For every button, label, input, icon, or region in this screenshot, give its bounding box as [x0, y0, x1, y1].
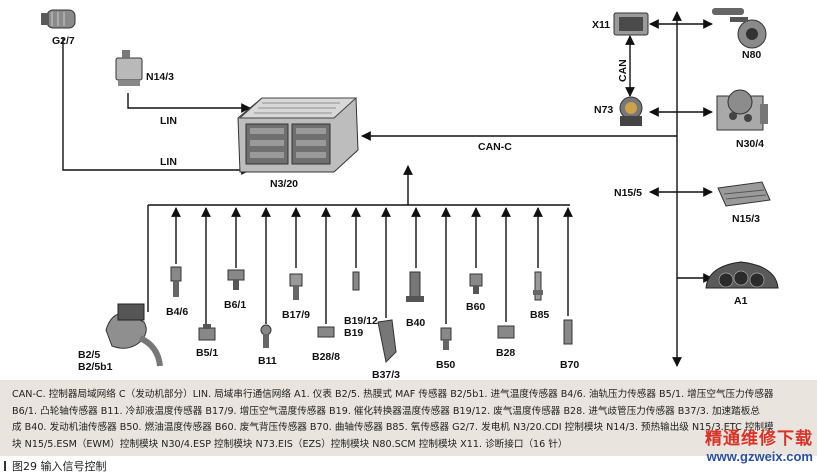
input-signal-diagram: G2/7 N14/3 N3/20 X11 N80 N73 N30/4 N15/5…	[41, 8, 779, 380]
label-n14-3: N14/3	[146, 71, 174, 83]
exhaust-back-pressure-sensor-icon	[469, 273, 483, 294]
label-b28-8: B28/8	[312, 351, 340, 363]
label-b37-3: B37/3	[372, 369, 400, 380]
labels: G2/7 N14/3 N3/20 X11 N80 N73 N30/4 N15/5…	[52, 19, 764, 380]
crankshaft-sensor-icon	[563, 319, 573, 345]
label-b40: B40	[406, 317, 425, 329]
camshaft-sensor-icon	[227, 269, 245, 290]
coolant-temp-sensor-icon	[260, 324, 272, 348]
accelerator-pedal-icon	[377, 319, 397, 364]
caption-text: 图29 输入信号控制	[12, 460, 107, 473]
watermark-title: 精通维修下载	[705, 429, 813, 449]
legend: CAN-C. 控制器局域网络 C（发动机部分）LIN. 局域串行通信网络 A1.…	[0, 380, 817, 456]
label-n73: N73	[594, 104, 613, 116]
alternator-icon	[41, 9, 76, 29]
intake-manifold-pressure-sensor-icon	[317, 326, 335, 338]
steering-column-module-icon	[712, 8, 767, 49]
maf-sensor-icon	[105, 303, 163, 367]
rail-pressure-sensor-icon	[170, 266, 182, 297]
label-b60: B60	[466, 301, 485, 313]
legend-line: 成 B40. 发动机油传感器 B50. 燃油温度传感器 B60. 废气背压传感器…	[12, 422, 774, 434]
label-n80: N80	[742, 49, 761, 61]
label-n15-5: N15/5	[614, 187, 642, 199]
transmission-control-module-icon	[717, 181, 771, 207]
label-b19: B19	[344, 327, 363, 339]
label-n30-4: N30/4	[736, 138, 764, 150]
label-b11: B11	[258, 355, 277, 367]
exhaust-temp-sensor-icon	[352, 271, 360, 291]
label-a1: A1	[734, 295, 748, 307]
watermark-url: www.gzweix.com	[706, 449, 813, 464]
label-b19-12: B19/12	[344, 315, 378, 327]
label-b2-5: B2/5	[78, 349, 100, 361]
label-g2-7: G2/7	[52, 35, 75, 47]
intake-pressure-sensor-icon	[497, 325, 515, 339]
label-b28: B28	[496, 347, 515, 359]
esp-hydraulic-unit-icon	[716, 89, 768, 131]
diagnostic-connector-icon	[613, 12, 649, 36]
oxygen-sensor-icon	[533, 271, 543, 301]
label-can-c: CAN-C	[478, 141, 512, 153]
instrument-cluster-icon	[705, 261, 779, 289]
label-lin-upper: LIN	[160, 115, 177, 127]
label-n3-20: N3/20	[270, 178, 298, 190]
label-can-vertical: CAN	[617, 59, 629, 82]
cdi-control-unit-icon	[237, 97, 359, 173]
label-b5-1: B5/1	[196, 347, 218, 359]
fuel-temp-sensor-icon	[440, 327, 452, 350]
label-b85: B85	[530, 309, 549, 321]
legend-line: 块 N15/5.ESM（EWM）控制模块 N30/4.ESP 控制模块 N73.…	[12, 438, 568, 450]
charge-air-temp-sensor-icon	[289, 273, 303, 300]
label-lin-lower: LIN	[160, 156, 177, 168]
label-b4-6: B4/6	[166, 306, 188, 318]
label-n15-3: N15/3	[732, 213, 760, 225]
ignition-switch-icon	[619, 96, 643, 126]
legend-line: CAN-C. 控制器局域网络 C（发动机部分）LIN. 局域串行通信网络 A1.…	[12, 389, 774, 400]
label-b70: B70	[560, 359, 579, 371]
caption-bar-icon	[4, 461, 6, 471]
wiring	[62, 11, 713, 367]
engine-oil-sensor-icon	[406, 271, 424, 302]
label-b6-1: B6/1	[224, 299, 246, 311]
label-x11: X11	[592, 19, 610, 31]
label-b2-5b1: B2/5b1	[78, 361, 113, 373]
glow-output-module-icon	[115, 50, 143, 86]
label-b17-9: B17/9	[282, 309, 310, 321]
figure-caption: 图29 输入信号控制	[0, 458, 604, 476]
legend-line: B6/1. 凸轮轴传感器 B11. 冷却液温度传感器 B17/9. 增压空气温度…	[12, 405, 760, 417]
label-b50: B50	[436, 359, 455, 371]
charge-air-pressure-sensor-icon	[198, 324, 216, 341]
watermark: 精通维修下载 www.gzweix.com	[643, 424, 813, 470]
